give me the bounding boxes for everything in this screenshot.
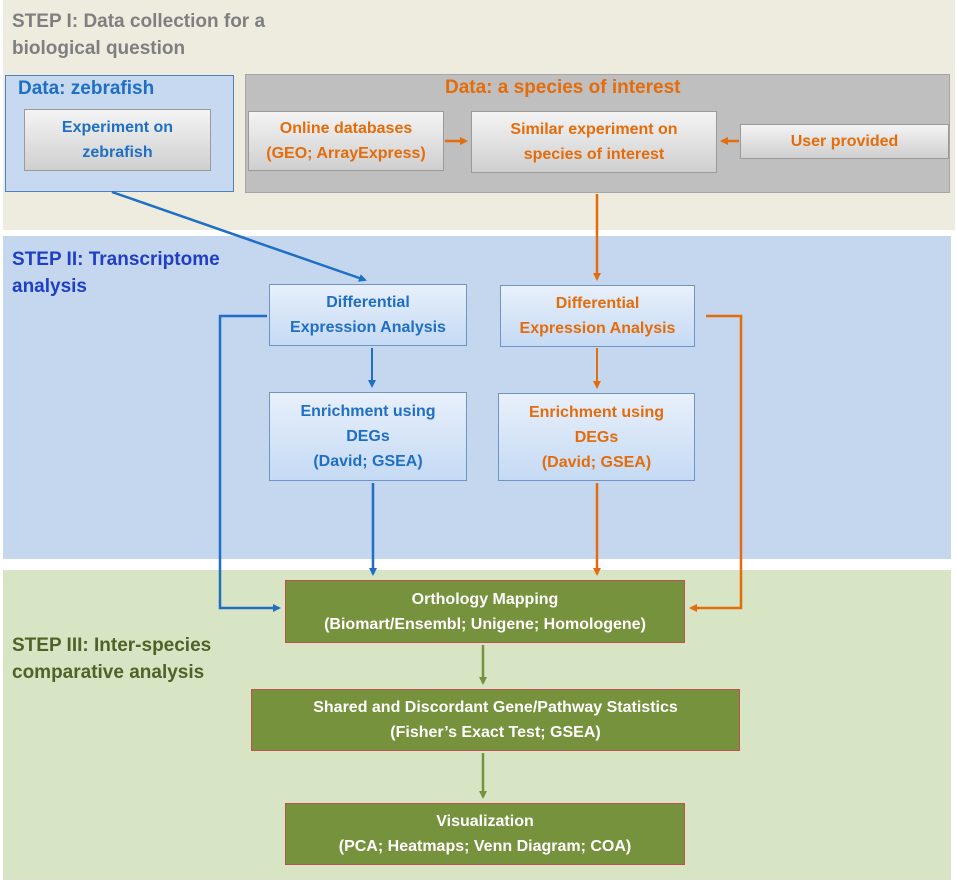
step2-panel — [3, 236, 951, 559]
step1-title-line1: STEP I: Data collection for a — [12, 11, 266, 32]
zebrafish-experiment-line2: zebrafish — [82, 144, 153, 161]
shared-discordant-box: Shared and Discordant Gene/Pathway Stati… — [251, 689, 740, 751]
shared-discordant-line2: (Fisher’s Exact Test; GSEA) — [390, 724, 601, 741]
step1-title-line2: biological question — [12, 38, 186, 59]
species-dea-line1: Differential — [555, 295, 640, 312]
step1-title: STEP I: Data collection for a biological… — [12, 8, 265, 62]
similar-experiment-line2: species of interest — [523, 146, 665, 163]
step2-title: STEP II: Transcriptome analysis — [12, 246, 220, 300]
user-provided-label: User provided — [790, 133, 899, 150]
zebrafish-experiment-line1: Experiment on — [61, 119, 174, 136]
species-enrichment-line3: (David; GSEA) — [541, 453, 652, 471]
species-data-title: Data: a species of interest — [445, 77, 681, 98]
orthology-mapping-box: Orthology Mapping (Biomart/Ensembl; Unig… — [285, 580, 685, 643]
zebrafish-data-title: Data: zebrafish — [18, 78, 155, 99]
shared-discordant-line1: Shared and Discordant Gene/Pathway Stati… — [313, 699, 678, 716]
zebrafish-enrichment-line1: Enrichment using — [300, 403, 436, 420]
species-enrichment-line1: Enrichment using — [528, 403, 665, 421]
zebrafish-dea-line1: Differential — [326, 294, 410, 311]
visualization-box: Visualization (PCA; Heatmaps; Venn Diagr… — [285, 803, 685, 865]
user-provided-box: User provided — [740, 124, 949, 159]
arrow-species-dea-bypass — [689, 314, 743, 612]
species-dea-line2: Expression Analysis — [519, 320, 676, 337]
zebrafish-dea-line2: Expression Analysis — [290, 319, 446, 336]
orthology-mapping-line1: Orthology Mapping — [411, 590, 559, 608]
species-enrichment-line2: DEGs — [574, 428, 619, 446]
step3-title-line1: STEP III: Inter-species — [12, 635, 212, 656]
step3-title-line2: comparative analysis — [12, 662, 205, 683]
online-databases-line2: (GEO; ArrayExpress) — [266, 145, 426, 162]
zebrafish-enrichment-line3: (David; GSEA) — [313, 453, 423, 470]
step3-title: STEP III: Inter-species comparative anal… — [12, 632, 211, 686]
step2-title-line1: STEP II: Transcriptome — [12, 249, 220, 270]
visualization-line1: Visualization — [436, 813, 534, 830]
similar-experiment-line1: Similar experiment on — [510, 121, 678, 138]
zebrafish-experiment-box: Experiment on zebrafish — [24, 109, 211, 171]
orthology-mapping-line2: (Biomart/Ensembl; Unigene; Homologene) — [324, 615, 646, 633]
visualization-line2: (PCA; Heatmaps; Venn Diagram; COA) — [338, 838, 632, 855]
species-enrichment-box: Enrichment using DEGs (David; GSEA) — [498, 393, 695, 481]
online-databases-box: Online databases (GEO; ArrayExpress) — [248, 111, 444, 171]
zebrafish-dea-box: Differential Expression Analysis — [269, 284, 467, 346]
zebrafish-enrichment-box: Enrichment using DEGs (David; GSEA) — [269, 392, 467, 481]
arrow-zebra-dea-bypass — [218, 314, 281, 612]
similar-experiment-box: Similar experiment on species of interes… — [471, 111, 717, 173]
species-dea-box: Differential Expression Analysis — [500, 285, 695, 347]
zebrafish-enrichment-line2: DEGs — [346, 428, 390, 445]
online-databases-line1: Online databases — [279, 120, 413, 137]
arrow-zebrafish-to-dea — [111, 190, 367, 282]
step2-title-line2: analysis — [12, 276, 87, 297]
